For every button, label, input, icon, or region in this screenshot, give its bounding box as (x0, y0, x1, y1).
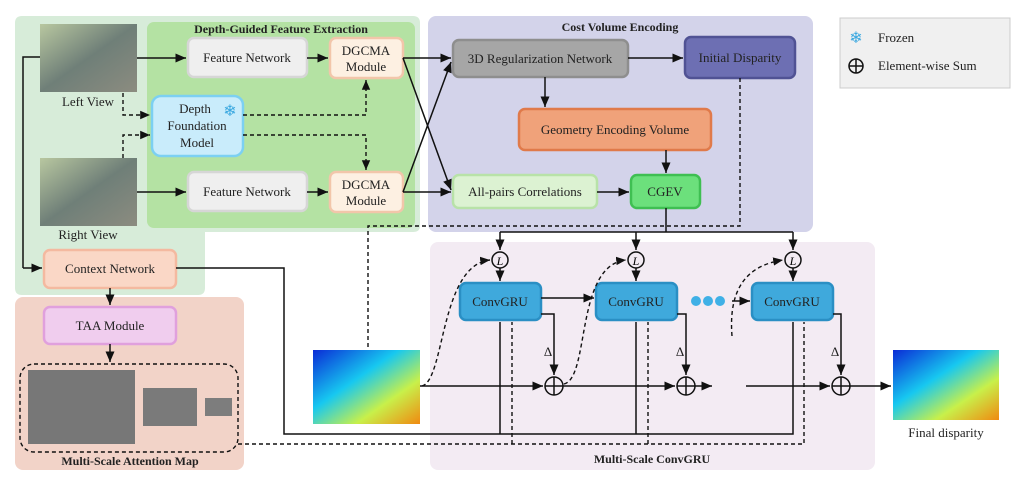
all-pairs-label: All-pairs Correlations (468, 184, 582, 199)
ellipsis-dots (691, 296, 725, 306)
depth-line2: Foundation (167, 118, 227, 133)
regularization-label: 3D Regularization Network (468, 51, 613, 66)
legend-sum: Element-wise Sum (878, 58, 977, 73)
sum-2-icon (676, 376, 696, 396)
depth-line1: Depth (179, 101, 211, 116)
snowflake-icon: ❄ (223, 103, 236, 120)
right-view-image (40, 158, 137, 226)
svg-text:L: L (632, 254, 640, 268)
delta-3: Δ (831, 344, 839, 359)
right-view-label: Right View (58, 227, 118, 242)
cost-volume-title: Cost Volume Encoding (562, 20, 679, 34)
convgru-label: ConvGRU (472, 294, 528, 309)
depth-line3: Model (180, 135, 214, 150)
delta-2: Δ (676, 344, 684, 359)
gev-label: Geometry Encoding Volume (541, 122, 690, 137)
dgcma-right-line1: DGCMA (342, 177, 391, 192)
legend-box (839, 17, 1011, 89)
convgru-unit-2: ConvGRU (594, 281, 679, 322)
delta-1: Δ (544, 344, 552, 359)
convgru-unit-1: ConvGRU (458, 281, 543, 322)
depth-foundation-model (150, 94, 245, 158)
convgru-label: ConvGRU (608, 294, 664, 309)
svg-text:L: L (496, 254, 504, 268)
left-view-label: Left View (62, 94, 115, 109)
dgcma-left-line1: DGCMA (342, 43, 391, 58)
dgcma-left-line2: Module (346, 59, 387, 74)
feature-network-left-label: Feature Network (203, 50, 291, 65)
initial-disparity-label: Initial Disparity (699, 50, 782, 65)
context-network-label: Context Network (65, 261, 155, 276)
taa-label: TAA Module (76, 318, 145, 333)
convgru-region (430, 242, 875, 470)
dgcma-right-line2: Module (346, 193, 387, 208)
final-disparity-image (893, 350, 999, 420)
depth-guided-title: Depth-Guided Feature Extraction (194, 22, 368, 36)
legend-frozen: Frozen (878, 30, 915, 45)
sum-3-icon (831, 376, 851, 396)
snowflake-icon: ❄ (849, 30, 862, 47)
attention-map-medium (143, 388, 197, 426)
attention-maps-group (19, 363, 239, 453)
circle-plus-icon (848, 58, 864, 74)
convgru-title: Multi-Scale ConvGRU (594, 452, 711, 466)
sum-1-icon (544, 376, 564, 396)
cgev-label: CGEV (647, 184, 683, 199)
svg-text:L: L (789, 254, 797, 268)
feature-network-right-label: Feature Network (203, 184, 291, 199)
initial-disparity-image (313, 350, 420, 424)
geometry-encoding-volume (517, 107, 713, 152)
convgru-unit-3: ConvGRU (750, 281, 835, 322)
connectors (22, 53, 891, 445)
attention-map-large (28, 370, 135, 444)
convgru-label: ConvGRU (764, 294, 820, 309)
left-view-image (40, 24, 137, 92)
attention-title: Multi-Scale Attention Map (61, 454, 199, 468)
attention-map-small (205, 398, 232, 416)
final-disparity-label: Final disparity (908, 425, 984, 440)
